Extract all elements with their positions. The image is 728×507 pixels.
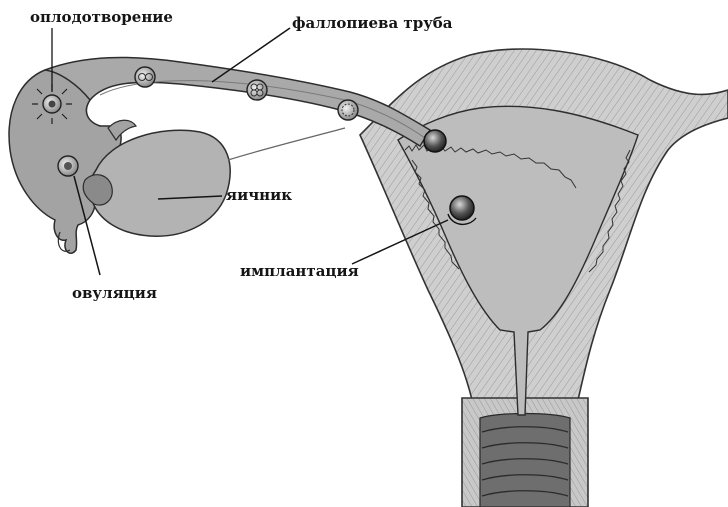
zygote-2 [247, 80, 267, 100]
label-fallopian-tube: фаллопиева труба [292, 14, 453, 32]
blastocyst [424, 130, 446, 152]
zygote-1 [135, 67, 155, 87]
morula [338, 100, 358, 120]
label-ovary: яичник [226, 186, 292, 204]
label-ovulation: овуляция [72, 284, 157, 302]
label-fertilization: оплодотворение [30, 8, 173, 26]
egg-ovulated [58, 156, 78, 176]
label-implantation: имплантация [240, 262, 359, 280]
